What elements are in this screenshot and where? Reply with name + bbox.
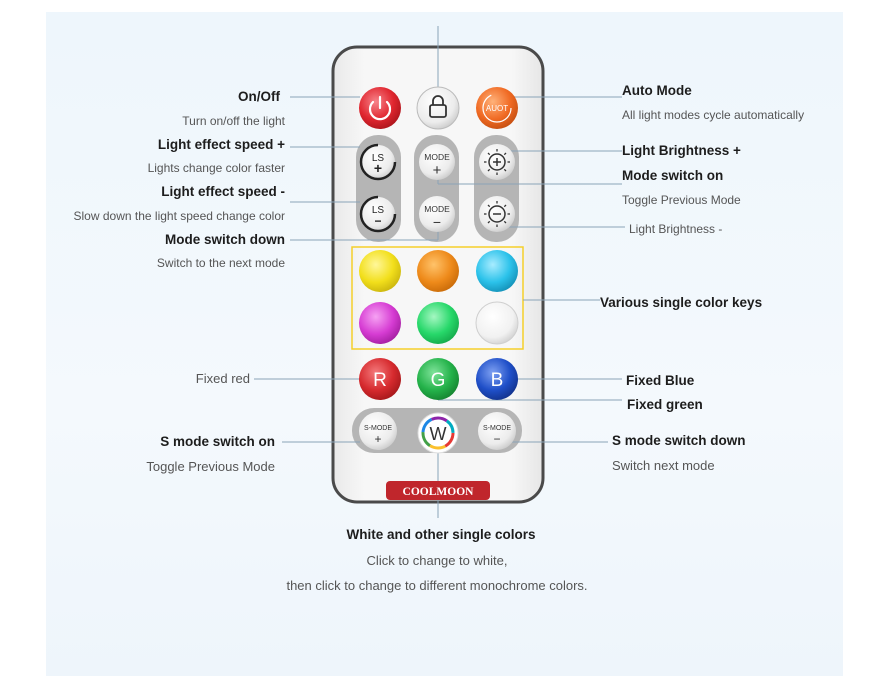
smode-up-label: S-MODE: [364, 425, 392, 432]
mode-up-plus: +: [433, 162, 442, 179]
smode-up-plus: +: [374, 432, 381, 446]
speed-up-title: Light effect speed +: [157, 137, 285, 152]
onoff-title: On/Off: [238, 89, 280, 104]
auto-key-label: AUOT: [486, 104, 508, 113]
sun-rays-icon: [484, 149, 510, 175]
fixed-green-title: Fixed green: [627, 397, 703, 412]
power-key[interactable]: [359, 87, 401, 129]
smode-on-desc: Toggle Previous Mode: [146, 459, 275, 474]
white-color-key[interactable]: [475, 301, 519, 345]
sun-rays-icon: [484, 201, 510, 227]
red-key[interactable]: [359, 358, 401, 400]
mode-on-desc: Toggle Previous Mode: [622, 193, 741, 207]
green-key[interactable]: [417, 358, 459, 400]
bright-up-title: Light Brightness +: [622, 143, 741, 158]
green-color-key[interactable]: [417, 302, 459, 344]
ls-down-label: LS: [372, 205, 385, 216]
smode-down-title: S mode switch down: [612, 433, 746, 448]
mode-on-title: Mode switch on: [622, 168, 724, 183]
ls-down-minus: −: [374, 214, 381, 228]
white-key-label: W: [430, 424, 447, 444]
auto-mode-title: Auto Mode: [622, 83, 692, 98]
yellow-key[interactable]: [359, 250, 401, 292]
smode-down-minus: −: [493, 432, 500, 446]
white-desc-1: Click to change to white,: [366, 553, 508, 568]
speed-down-title: Light effect speed -: [161, 184, 285, 199]
color-keys-title: Various single color keys: [600, 295, 763, 310]
orange-key[interactable]: [417, 250, 459, 292]
smode-down-desc: Switch next mode: [612, 458, 715, 473]
fixed-blue-title: Fixed Blue: [626, 373, 695, 388]
bright-down-desc: Light Brightness -: [629, 222, 723, 236]
brand-logo: COOLMOON: [403, 486, 475, 498]
ls-up-label: LS: [372, 153, 385, 164]
mode-down-desc: Switch to the next mode: [156, 256, 285, 270]
smode-down-label: S-MODE: [483, 425, 511, 432]
connector-lines: [254, 26, 625, 518]
speed-down-key[interactable]: [359, 195, 397, 233]
auto-mode-desc: All light modes cycle automatically: [622, 108, 805, 122]
smode-up-key[interactable]: [359, 412, 397, 450]
mode-down-key[interactable]: [419, 196, 455, 232]
green-key-label: G: [431, 370, 446, 391]
red-key-label: R: [373, 370, 387, 391]
ls-up-plus: +: [374, 160, 382, 176]
white-title: White and other single colors: [346, 527, 536, 542]
brightness-up-key[interactable]: [479, 144, 515, 180]
onoff-desc: Turn on/off the light: [182, 114, 285, 128]
fixed-red-desc: Fixed red: [195, 371, 250, 386]
smode-on-title: S mode switch on: [160, 434, 275, 449]
speed-up-key[interactable]: [359, 143, 397, 181]
lock-key[interactable]: [416, 86, 460, 130]
brand-plate: [386, 481, 490, 500]
magenta-key[interactable]: [359, 302, 401, 344]
smode-down-key[interactable]: [478, 412, 516, 450]
mode-up-key[interactable]: [419, 144, 455, 180]
blue-key-label: B: [491, 370, 504, 391]
cyan-key[interactable]: [476, 250, 518, 292]
brightness-down-key[interactable]: [479, 196, 515, 232]
white-key[interactable]: [417, 412, 459, 454]
speed-down-desc: Slow down the light speed change color: [73, 209, 285, 223]
mode-down-label: MODE: [424, 204, 450, 214]
speed-up-desc: Lights change color faster: [147, 161, 285, 175]
color-keys-box: [351, 246, 524, 350]
mode-down-title: Mode switch down: [165, 232, 285, 247]
mode-up-label: MODE: [424, 152, 450, 162]
white-desc-2: then click to change to different monoch…: [286, 578, 588, 593]
blue-key[interactable]: [476, 358, 518, 400]
mode-down-minus: −: [433, 214, 441, 230]
auto-mode-key[interactable]: [476, 87, 518, 129]
